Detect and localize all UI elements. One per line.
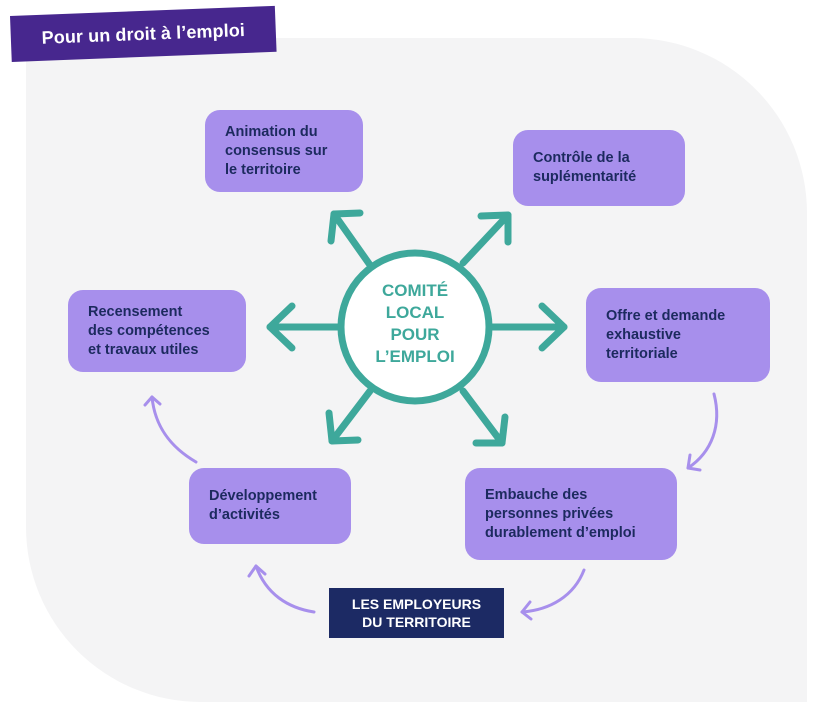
- box-recensement: Recensement des compétences et travaux u…: [68, 290, 246, 372]
- box-controle: Contrôle de la suplémentarité: [513, 130, 685, 206]
- cycle-arrow-developpement-to-recensement-icon: [143, 395, 198, 464]
- cycle-arrow-embauche-to-employers-icon: [520, 568, 586, 621]
- cycle-arrow-employers-to-developpement-icon: [247, 564, 316, 614]
- box-animation: Animation du consensus sur le territoire: [205, 110, 363, 192]
- box-offre: Offre et demande exhaustive territoriale: [586, 288, 770, 382]
- center-circle: [337, 249, 493, 405]
- arrow-up-left-icon: [327, 209, 374, 269]
- center-label: COMITÉ LOCAL POUR L’EMPLOI: [375, 281, 455, 366]
- box-embauche: Embauche des personnes privées durableme…: [465, 468, 677, 560]
- arrow-left-icon: [266, 302, 342, 352]
- box-developpement: Développement d’activités: [189, 468, 351, 544]
- cycle-arrow-offre-to-embauche-icon: [686, 392, 719, 472]
- arrow-up-right-icon: [459, 211, 512, 267]
- arrow-down-left-icon: [325, 387, 374, 445]
- arrow-down-right-icon: [459, 387, 509, 447]
- employers-box: LES EMPLOYEURS DU TERRITOIRE: [329, 588, 504, 638]
- arrow-right-icon: [488, 302, 568, 352]
